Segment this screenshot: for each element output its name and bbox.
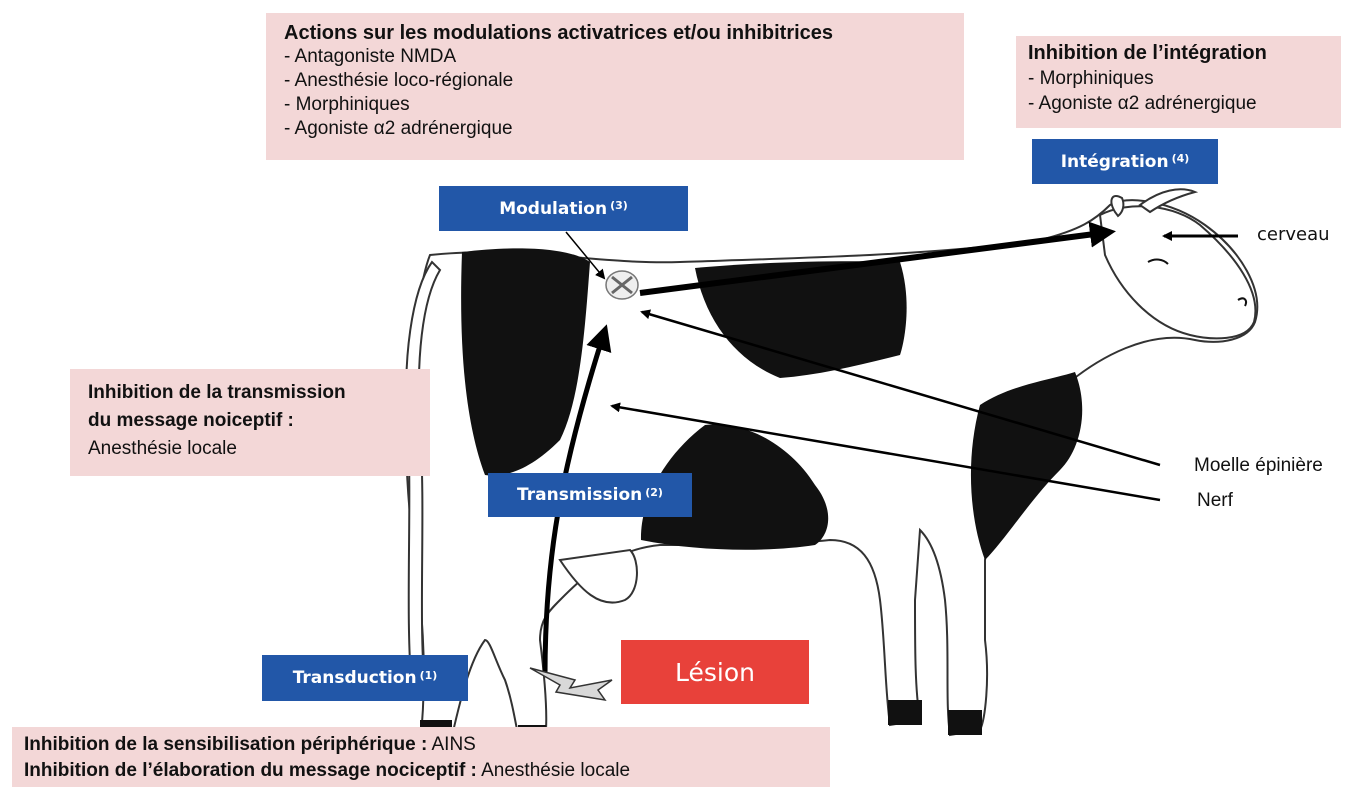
arrow-nerf [610, 402, 1161, 502]
step-transmission-num: (2) [645, 485, 663, 499]
cow-nostril [1237, 297, 1248, 307]
cow-spots [461, 248, 1083, 560]
integration-inhibition-box: Inhibition de l’intégration - Morphiniqu… [1016, 36, 1341, 128]
integration-inhibition-title: Inhibition de l’intégration [1028, 42, 1267, 64]
peripheral-line1-bold: Inhibition de la sensibilisation périphé… [24, 734, 428, 755]
step-modulation-label: Modulation [499, 198, 608, 219]
list-item: - Agoniste α2 adrénergique [1028, 93, 1257, 114]
lightning-icon [529, 667, 613, 702]
label-moelle: Moelle épinière [1194, 455, 1323, 476]
step-transmission-label: Transmission [517, 485, 643, 505]
transmission-inhibition-box: Inhibition de la transmission du message… [70, 369, 430, 476]
step-integration-label: Intégration [1060, 151, 1169, 172]
step-transmission: Transmission(2) [488, 473, 692, 517]
step-modulation-num: (3) [610, 199, 628, 212]
transmission-inhibition-title-1: Inhibition de la transmission [88, 382, 346, 403]
peripheral-line1-text: AINS [427, 734, 476, 755]
modulation-actions-box: Actions sur les modulations activatrices… [266, 13, 964, 160]
list-item: - Agoniste α2 adrénergique [284, 118, 513, 139]
step-integration-num: (4) [1171, 152, 1190, 165]
transmission-inhibition-text: Anesthésie locale [88, 438, 237, 459]
list-item: - Morphiniques [1028, 68, 1154, 89]
label-nerf: Nerf [1197, 490, 1233, 511]
peripheral-inhibition-box: Inhibition de la sensibilisation périphé… [12, 727, 830, 787]
lesion-box: Lésion [621, 640, 809, 704]
list-item: - Antagoniste NMDA [284, 46, 457, 67]
peripheral-line2-bold: Inhibition de l’élaboration du message n… [24, 760, 477, 781]
peripheral-line2-text: Anesthésie locale [476, 760, 631, 781]
arrow-spinal-to-brain [639, 221, 1116, 296]
step-integration: Intégration(4) [1032, 139, 1218, 184]
arrow-moelle [640, 309, 1161, 467]
step-modulation: Modulation(3) [439, 186, 688, 231]
modulation-actions-title: Actions sur les modulations activatrices… [284, 22, 834, 44]
step-transduction: Transduction(1) [262, 655, 468, 701]
step-transduction-label: Transduction [292, 668, 417, 688]
label-cerveau: cerveau [1257, 224, 1330, 245]
list-item: - Anesthésie loco-régionale [284, 70, 514, 91]
cow-eye [1147, 258, 1169, 265]
spinal-cord-icon [605, 270, 639, 300]
list-item: - Morphiniques [284, 94, 410, 115]
arrow-modulation [565, 231, 606, 280]
step-transduction-num: (1) [419, 668, 438, 682]
transmission-inhibition-title-2: du message noiceptif : [88, 410, 294, 431]
